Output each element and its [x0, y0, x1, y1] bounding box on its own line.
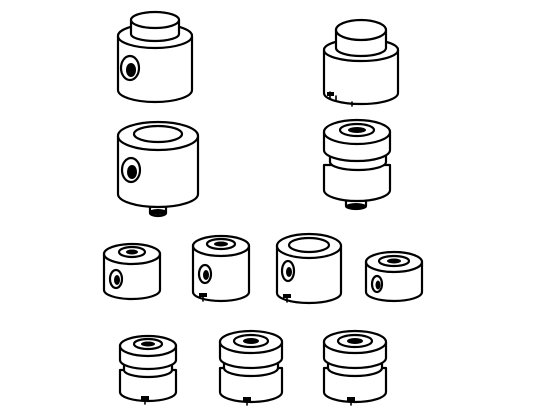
part-small-bushing-side-hole-slotted	[191, 234, 251, 303]
part-small-collared-bushing-slotted-3	[322, 329, 388, 406]
part-counterbore-bushing-side-hole	[116, 120, 200, 218]
part-capped-bushing-side-hole	[116, 10, 194, 104]
part-small-bushing-side-hole	[102, 242, 162, 301]
part-small-collared-bushing-slotted-1	[118, 334, 178, 405]
part-counterbore-bushing-slotted	[275, 232, 343, 305]
part-small-ring-side-hole	[364, 250, 424, 303]
part-collared-bushing-stem	[322, 118, 392, 211]
part-small-collared-bushing-slotted-2	[218, 329, 284, 406]
part-capped-bushing-slotted	[322, 18, 400, 107]
